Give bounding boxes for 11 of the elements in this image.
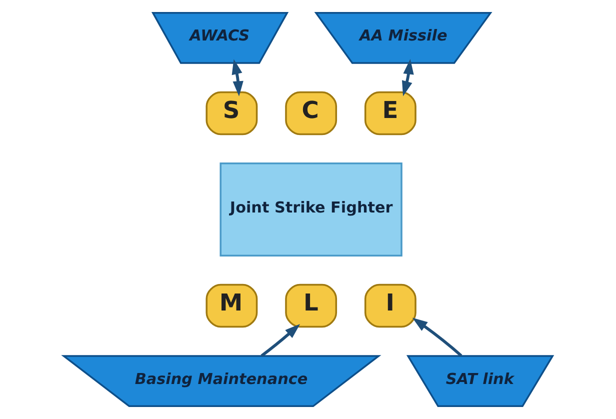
node-box: L — [285, 284, 338, 328]
node-box: M — [206, 284, 258, 328]
arrow — [260, 324, 300, 357]
node-box: C — [285, 91, 338, 136]
node-box: S — [206, 91, 258, 136]
node-box: I — [364, 284, 416, 328]
node-box: Joint Strike Fighter — [220, 162, 402, 256]
arrow — [232, 59, 244, 96]
arrow — [412, 318, 462, 357]
node-box: E — [364, 91, 416, 136]
arrow — [402, 59, 414, 96]
